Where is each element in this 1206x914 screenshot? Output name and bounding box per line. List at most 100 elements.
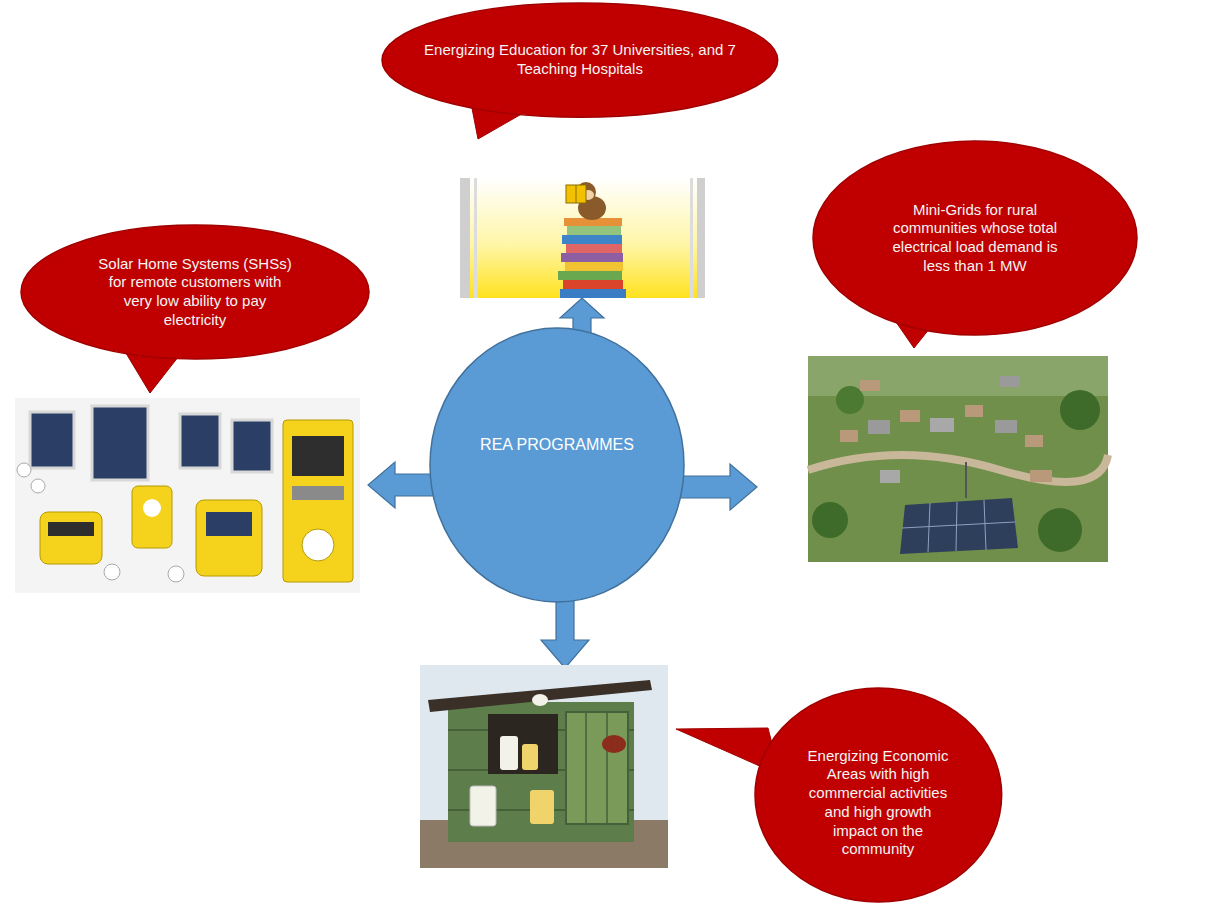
books-picture bbox=[566, 244, 622, 253]
speech-bubble: Energizing Economic Areas with high comm… bbox=[754, 687, 1003, 903]
solar-kits-picture bbox=[143, 499, 161, 517]
village-picture bbox=[930, 418, 954, 432]
bubble-ellipse bbox=[21, 225, 369, 359]
shop-picture bbox=[530, 790, 554, 824]
books-picture bbox=[567, 226, 621, 235]
solar-kits-picture bbox=[232, 420, 272, 472]
shop-picture bbox=[420, 665, 668, 868]
solar-kits-picture bbox=[206, 512, 252, 536]
block-arrow bbox=[368, 462, 440, 508]
bubble-ellipse bbox=[755, 688, 1002, 902]
books-picture bbox=[566, 185, 586, 203]
shop-picture bbox=[470, 786, 496, 826]
books-picture bbox=[560, 289, 626, 298]
programme-hub: REA PROGRAMMES bbox=[429, 327, 685, 603]
bubble-text: Mini-Grids for rural communities whose t… bbox=[878, 201, 1073, 276]
solar-kits-picture bbox=[292, 486, 344, 500]
books-picture bbox=[576, 185, 577, 203]
shop-picture bbox=[428, 680, 652, 712]
books-picture bbox=[470, 178, 697, 298]
text-block: Solar Home Systems (SHSs) for remote cus… bbox=[93, 255, 298, 330]
shop-picture bbox=[420, 665, 668, 868]
village-picture bbox=[880, 470, 900, 483]
village-picture bbox=[808, 356, 1108, 562]
books-picture bbox=[460, 178, 705, 298]
village-picture bbox=[928, 503, 930, 552]
solar-kits-picture bbox=[196, 500, 262, 576]
solar-kits-picture bbox=[132, 486, 172, 548]
block-arrow bbox=[368, 298, 757, 668]
village-picture bbox=[836, 386, 864, 414]
village-picture bbox=[900, 410, 920, 422]
solar-kits-picture bbox=[15, 398, 360, 593]
shop-picture bbox=[602, 735, 626, 753]
village-picture bbox=[1060, 390, 1100, 430]
bubble-ellipse bbox=[382, 3, 778, 117]
shop-picture bbox=[488, 714, 558, 774]
text-block: Energizing Education for 37 Universities… bbox=[420, 41, 740, 79]
solar-kits-picture bbox=[30, 412, 74, 468]
solar-kits-picture bbox=[292, 436, 344, 476]
village-picture bbox=[868, 420, 890, 434]
bubble-text: REA PROGRAMMES bbox=[480, 435, 634, 455]
books-picture bbox=[562, 235, 622, 244]
solar-kits-picture bbox=[17, 463, 31, 477]
village-picture bbox=[965, 462, 967, 498]
bubble-text: Energizing Economic Areas with high comm… bbox=[800, 747, 955, 860]
village-picture bbox=[956, 502, 957, 551]
solar-kits-picture bbox=[283, 420, 353, 582]
bubble-ellipse bbox=[430, 328, 684, 602]
shop-picture bbox=[532, 694, 548, 706]
village-picture bbox=[1038, 508, 1082, 552]
solar-kits-picture bbox=[168, 566, 184, 582]
shop-picture bbox=[606, 712, 608, 824]
solar-kits-picture bbox=[92, 406, 148, 480]
solar-kits-picture bbox=[104, 564, 120, 580]
speech-bubble: Solar Home Systems (SHSs) for remote cus… bbox=[20, 224, 370, 360]
books-picture bbox=[565, 262, 623, 271]
village-picture bbox=[808, 356, 1108, 562]
solar-kits-picture bbox=[48, 522, 94, 536]
shop-picture bbox=[585, 712, 587, 824]
block-arrow bbox=[675, 464, 757, 510]
text-block: Mini-Grids for rural communities whose t… bbox=[878, 201, 1073, 276]
books-picture bbox=[460, 178, 705, 298]
solar-kits-picture bbox=[40, 512, 102, 564]
books-picture bbox=[563, 280, 623, 289]
solar-kits-picture bbox=[31, 479, 45, 493]
shop-picture bbox=[522, 744, 538, 770]
books-picture bbox=[558, 271, 622, 280]
text-block: Energizing Economic Areas with high comm… bbox=[800, 747, 955, 860]
village-picture bbox=[1000, 376, 1020, 387]
bubble-outline bbox=[429, 327, 685, 603]
village-picture bbox=[1030, 470, 1052, 482]
village-picture bbox=[984, 500, 986, 550]
speech-bubble: Mini-Grids for rural communities whose t… bbox=[812, 140, 1138, 336]
bubble-text: Energizing Education for 37 Universities… bbox=[420, 41, 740, 79]
village-picture bbox=[808, 455, 1108, 482]
books-picture bbox=[690, 178, 693, 298]
books-picture bbox=[697, 178, 705, 298]
village-picture bbox=[965, 405, 983, 417]
village-picture bbox=[995, 420, 1017, 433]
speech-bubble: Energizing Education for 37 Universities… bbox=[381, 2, 779, 118]
bubble-ellipse bbox=[813, 141, 1137, 335]
bubble-text: Solar Home Systems (SHSs) for remote cus… bbox=[93, 255, 298, 330]
books-picture bbox=[460, 178, 470, 298]
village-picture bbox=[840, 430, 858, 442]
village-picture bbox=[860, 380, 880, 391]
village-picture bbox=[900, 498, 1018, 554]
shop-picture bbox=[448, 702, 634, 842]
text-block: REA PROGRAMMES bbox=[480, 435, 634, 455]
block-arrow bbox=[541, 598, 589, 668]
shop-picture bbox=[566, 712, 628, 824]
solar-kits-picture bbox=[15, 398, 360, 593]
solar-kits-picture bbox=[302, 529, 334, 561]
books-picture bbox=[474, 178, 477, 298]
solar-kits-picture bbox=[180, 414, 220, 468]
village-picture bbox=[902, 522, 1015, 528]
books-picture bbox=[561, 253, 623, 262]
village-picture bbox=[1025, 435, 1043, 447]
village-picture bbox=[812, 502, 848, 538]
